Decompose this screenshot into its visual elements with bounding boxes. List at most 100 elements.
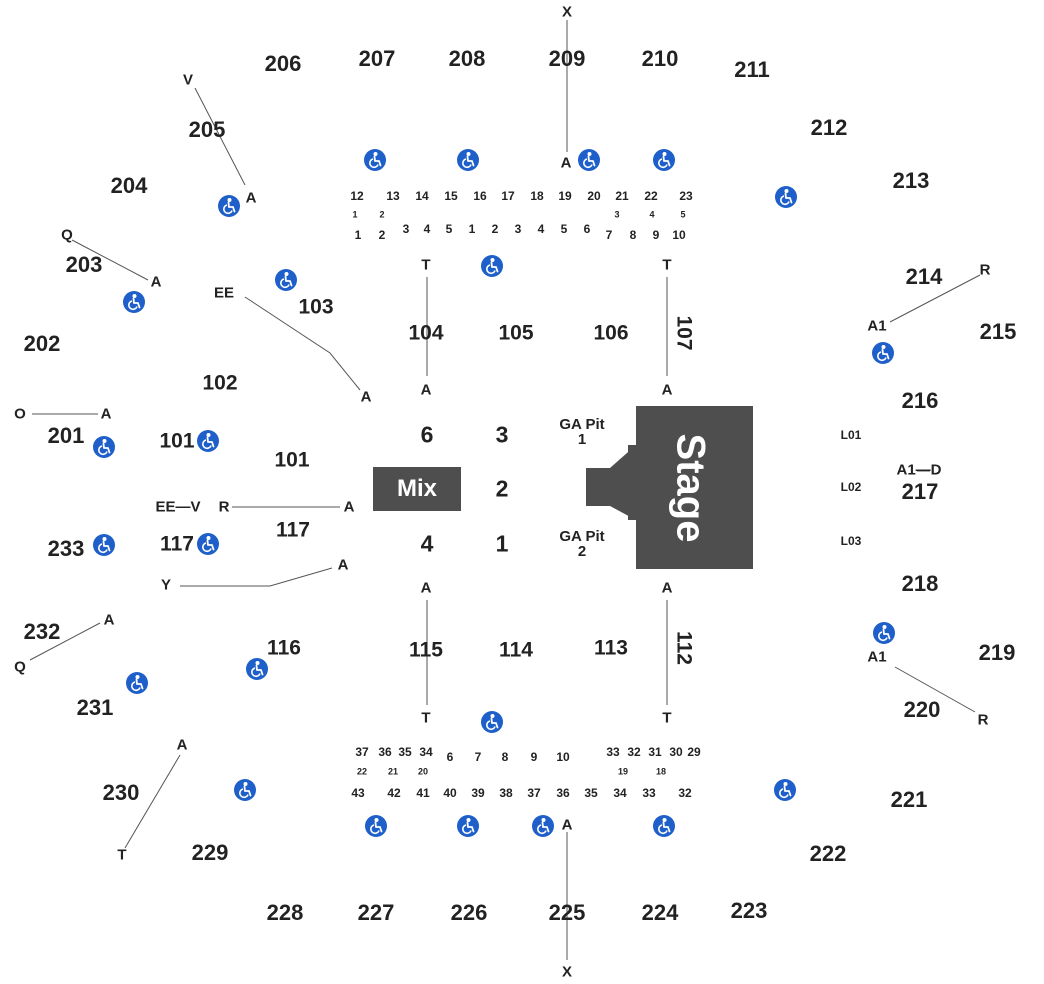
section-104[interactable]: 104 — [408, 321, 444, 345]
section-112[interactable]: 112 — [672, 631, 696, 665]
floor-section-1[interactable]: 1 — [495, 530, 509, 557]
section-213[interactable]: 213 — [892, 168, 930, 193]
section-219[interactable]: 219 — [978, 640, 1016, 665]
loge-box-l03[interactable]: L03 — [840, 534, 862, 548]
ga-pit-2[interactable]: GA Pit 2 — [559, 529, 604, 559]
wheelchair-icon[interactable] — [126, 672, 148, 694]
section-107[interactable]: 107 — [672, 315, 696, 351]
marker-x-bottom: X — [561, 963, 573, 981]
marker-a-232: A — [103, 611, 115, 629]
section-105[interactable]: 105 — [498, 321, 534, 345]
row-number: 43 — [351, 786, 365, 800]
section-207[interactable]: 207 — [358, 46, 396, 71]
section-208[interactable]: 208 — [448, 46, 486, 71]
ga-pit-1[interactable]: GA Pit 1 — [559, 417, 604, 447]
wheelchair-icon[interactable] — [532, 815, 554, 837]
section-222[interactable]: 222 — [809, 841, 847, 866]
section-114[interactable]: 114 — [499, 638, 533, 662]
section-205[interactable]: 205 — [188, 117, 226, 142]
section-212[interactable]: 212 — [810, 115, 848, 140]
row-number: 13 — [386, 189, 400, 203]
wheelchair-icon[interactable] — [93, 436, 115, 458]
wheelchair-icon[interactable] — [873, 622, 895, 644]
wheelchair-icon[interactable] — [481, 711, 503, 733]
section-202[interactable]: 202 — [23, 331, 61, 356]
stage[interactable] — [636, 406, 753, 569]
marker-v: V — [182, 71, 194, 89]
loge-box-l02[interactable]: L02 — [840, 480, 862, 494]
section-227[interactable]: 227 — [357, 900, 395, 925]
section-221[interactable]: 221 — [890, 787, 928, 812]
wheelchair-icon[interactable] — [365, 815, 387, 837]
wheelchair-icon[interactable] — [481, 255, 503, 277]
wheelchair-icon[interactable] — [775, 186, 797, 208]
section-226[interactable]: 226 — [450, 900, 488, 925]
section-218[interactable]: 218 — [901, 571, 939, 596]
marker-a-230: A — [176, 736, 188, 754]
row-number: 18 — [530, 189, 544, 203]
section-233[interactable]: 233 — [47, 536, 85, 561]
section-214[interactable]: 214 — [905, 264, 943, 289]
section-201[interactable]: 201 — [47, 423, 85, 448]
wheelchair-icon[interactable] — [457, 149, 479, 171]
section-206[interactable]: 206 — [264, 51, 302, 76]
section-102[interactable]: 102 — [202, 371, 238, 395]
section-223[interactable]: 223 — [730, 898, 768, 923]
section-115[interactable]: 115 — [409, 638, 443, 662]
row-number: 29 — [687, 745, 701, 759]
section-232[interactable]: 232 — [23, 619, 61, 644]
wheelchair-icon[interactable] — [234, 779, 256, 801]
marker-r-bottom: R — [977, 711, 989, 729]
section-210[interactable]: 210 — [641, 46, 679, 71]
loge-box-l01[interactable]: L01 — [840, 428, 862, 442]
row-number: 35 — [398, 745, 412, 759]
section-203[interactable]: 203 — [65, 252, 103, 277]
wheelchair-icon[interactable] — [653, 815, 675, 837]
section-231[interactable]: 231 — [76, 695, 114, 720]
wheelchair-icon[interactable] — [275, 269, 297, 291]
section-216[interactable]: 216 — [901, 388, 939, 413]
section-229[interactable]: 229 — [191, 840, 229, 865]
section-113[interactable]: 113 — [594, 636, 628, 660]
section-228[interactable]: 228 — [266, 900, 304, 925]
section-117-accessible-label[interactable]: 117 — [160, 532, 194, 556]
wheelchair-icon[interactable] — [246, 658, 268, 680]
floor-section-6[interactable]: 6 — [420, 421, 434, 448]
row-number: 5 — [445, 222, 453, 236]
section-116[interactable]: 116 — [267, 636, 301, 660]
wheelchair-icon[interactable] — [653, 149, 675, 171]
row-number: 15 — [444, 189, 458, 203]
marker-t-107: T — [662, 256, 672, 274]
row-number: 9 — [652, 228, 660, 242]
wheelchair-icon[interactable] — [578, 149, 600, 171]
section-224[interactable]: 224 — [641, 900, 679, 925]
wheelchair-icon[interactable] — [774, 779, 796, 801]
section-211[interactable]: 211 — [734, 57, 770, 82]
wheelchair-icon[interactable] — [218, 195, 240, 217]
row-number: 30 — [669, 745, 683, 759]
floor-section-4[interactable]: 4 — [420, 530, 434, 557]
wheelchair-icon[interactable] — [197, 533, 219, 555]
wheelchair-icon[interactable] — [123, 291, 145, 313]
section-103[interactable]: 103 — [298, 295, 334, 319]
row-number: 22 — [356, 766, 368, 777]
section-230[interactable]: 230 — [102, 780, 140, 805]
section-204[interactable]: 204 — [110, 173, 148, 198]
wheelchair-icon[interactable] — [457, 815, 479, 837]
section-215[interactable]: 215 — [979, 319, 1017, 344]
section-209[interactable]: 209 — [548, 46, 586, 71]
wheelchair-icon[interactable] — [364, 149, 386, 171]
floor-section-3[interactable]: 3 — [495, 421, 509, 448]
section-101[interactable]: 101 — [274, 448, 310, 472]
section-220[interactable]: 220 — [903, 697, 941, 722]
mix-position[interactable]: Mix — [373, 467, 461, 511]
wheelchair-icon[interactable] — [197, 430, 219, 452]
section-117[interactable]: 117 — [276, 518, 310, 542]
section-106[interactable]: 106 — [593, 321, 629, 345]
wheelchair-icon[interactable] — [93, 534, 115, 556]
section-225[interactable]: 225 — [548, 900, 586, 925]
section-101-accessible-label[interactable]: 101 — [159, 429, 195, 453]
wheelchair-icon[interactable] — [872, 342, 894, 364]
section-217[interactable]: 217 — [901, 479, 939, 504]
floor-section-2[interactable]: 2 — [495, 475, 509, 502]
